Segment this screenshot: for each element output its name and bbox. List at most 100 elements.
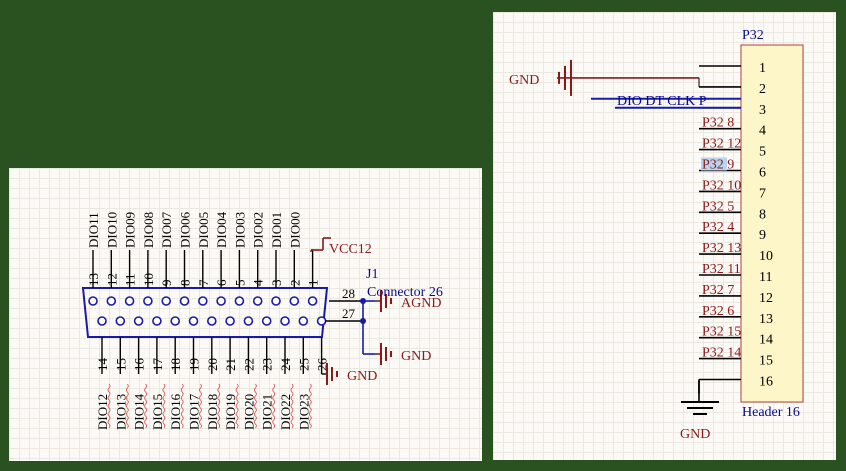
connector-body — [81, 287, 329, 338]
gnd-top-label: GND — [509, 73, 539, 88]
pin-number-bottom: 26 — [315, 358, 330, 372]
pin-number-top: 11 — [123, 273, 138, 286]
selection-highlight — [701, 157, 727, 171]
pin-hole-top — [271, 296, 281, 306]
net-error-squiggle — [199, 383, 202, 429]
pin-number-bottom: 22 — [241, 358, 256, 371]
pin-hole-bottom — [225, 316, 235, 326]
pin-number-top: 5 — [232, 280, 247, 287]
designator-p32: P32 — [742, 28, 764, 43]
designator-j1: J1 — [366, 267, 378, 282]
net-error-squiggle — [217, 383, 221, 429]
pin-number-bottom: 23 — [260, 358, 275, 371]
pin-number-top: 12 — [104, 273, 119, 286]
pin-number: 10 — [759, 249, 773, 264]
pin-hole-top — [289, 296, 300, 306]
pin-hole-bottom — [115, 316, 126, 326]
pin-number: 9 — [759, 228, 766, 243]
pin-number: 16 — [759, 375, 773, 390]
net-label-top: DIO11 — [86, 212, 101, 248]
pin-number-bottom: 20 — [205, 358, 220, 371]
pin-hole-top — [106, 296, 117, 306]
pin-hole-top — [252, 296, 263, 306]
header-body — [740, 44, 804, 403]
gnd-bottom-label: GND — [680, 427, 710, 442]
net-label-top: DIO06 — [178, 211, 193, 248]
pin-number-bottom: 18 — [168, 358, 183, 371]
net-label: P32 8 — [702, 116, 734, 131]
pin-number: 6 — [759, 166, 766, 181]
pin-hole-bottom — [170, 316, 180, 326]
net-label: P32 11 — [702, 262, 741, 277]
pin-number-bottom: 24 — [278, 358, 293, 372]
net-label-top: DIO08 — [141, 212, 156, 248]
comment-p32: Header 16 — [742, 405, 800, 420]
pin-hole-top — [198, 296, 208, 306]
net-label-bottom: DIO13 — [113, 394, 128, 430]
pin-hole-top — [88, 296, 98, 306]
net-error-squiggle — [272, 383, 276, 429]
pin-hole-bottom — [280, 316, 290, 326]
pin-hole-bottom — [298, 316, 309, 326]
connector-j1-diagram: 13DIO1112DIO1011DIO0910DIO089DIO078DIO06… — [81, 211, 443, 430]
junction-dot — [360, 298, 366, 304]
net-label-bottom: DIO23 — [296, 394, 311, 430]
net-label-top: DIO03 — [232, 212, 247, 248]
net-label-top: DIO05 — [196, 212, 211, 248]
pin-hole-bottom — [243, 316, 254, 326]
gnd-bottom-label: GND — [347, 369, 377, 384]
pin-number-top: 8 — [178, 280, 193, 287]
net-label-top: DIO09 — [123, 212, 138, 248]
net-label-bottom: DIO21 — [260, 394, 275, 430]
pin-hole-top — [234, 296, 245, 306]
pin-hole-bottom — [152, 316, 162, 326]
comment-j1: Connector 26 — [367, 285, 443, 300]
pin-number-bottom: 15 — [113, 358, 128, 371]
pin-number: 1 — [759, 61, 766, 76]
net-label-bottom: DIO16 — [168, 393, 183, 430]
net-label-bottom: DIO14 — [132, 393, 147, 430]
pin-number: 7 — [759, 186, 766, 201]
pin-hole-bottom — [316, 316, 327, 326]
pin-number-top: 13 — [86, 273, 101, 286]
net-error-squiggle — [125, 383, 129, 429]
pin-number-bottom: 14 — [95, 358, 110, 372]
net-label-top: DIO07 — [159, 211, 174, 248]
pin-hole-top — [179, 296, 190, 306]
pin-number: 13 — [759, 312, 773, 327]
pin-number: 14 — [759, 333, 773, 348]
agnd-label: AGND — [401, 296, 441, 311]
pin-hole-top — [143, 296, 153, 306]
pin-hole-bottom — [261, 316, 272, 326]
net-label: P32 6 — [702, 304, 734, 319]
pin-number-bottom: 21 — [223, 358, 238, 371]
pin-hole-top — [307, 296, 318, 306]
pin-number: 12 — [759, 291, 773, 306]
pin-hole-bottom — [188, 316, 199, 326]
pin-hole-top — [216, 296, 226, 306]
net-label-bottom: DIO18 — [205, 394, 220, 430]
pin-number: 15 — [759, 354, 773, 369]
net-error-squiggle — [254, 383, 257, 429]
net-label-bottom: DIO15 — [150, 394, 165, 430]
pin-number-top: 4 — [251, 279, 266, 286]
pin-number-bottom: 25 — [296, 358, 311, 371]
net-label: P32 14 — [702, 346, 741, 361]
pin-number: 5 — [759, 145, 766, 160]
net-label-bottom: DIO22 — [278, 394, 293, 430]
pin-number-28: 28 — [342, 286, 355, 301]
pin-number-top: 10 — [141, 273, 156, 286]
pin-number-top: 1 — [306, 280, 321, 287]
net-error-squiggle — [290, 383, 294, 429]
net-error-squiggle — [180, 383, 184, 429]
net-label-top: DIO00 — [287, 212, 302, 248]
junction-dot — [360, 318, 366, 324]
net-label-bottom: DIO12 — [95, 394, 110, 430]
pin-number-top: 6 — [214, 279, 229, 286]
pin-number: 4 — [759, 124, 766, 139]
pin-hole-top — [161, 296, 171, 306]
pin-number-27: 27 — [342, 306, 356, 321]
pin-number-bottom: 19 — [187, 358, 202, 371]
